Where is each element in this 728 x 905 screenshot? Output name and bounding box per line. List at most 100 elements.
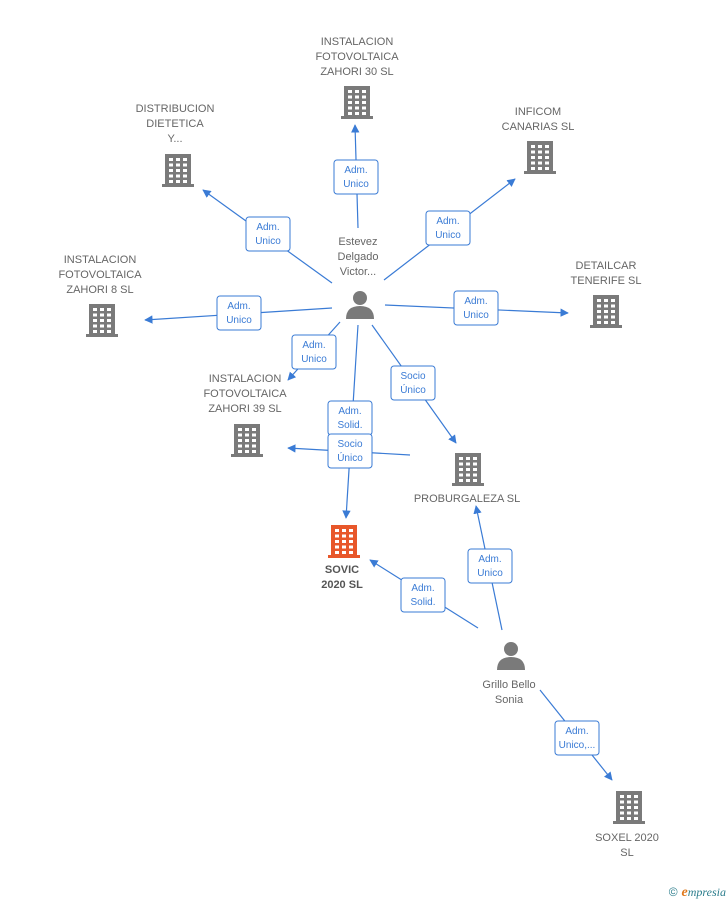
building-window	[466, 468, 470, 471]
node-label-inficom[interactable]: CANARIAS SL	[502, 121, 575, 133]
building-window	[545, 161, 549, 165]
company-node-soxel[interactable]	[613, 791, 645, 824]
node-label-detailcar[interactable]: TENERIFE SL	[571, 275, 642, 287]
node-label-estevez[interactable]: Estevez	[338, 236, 377, 248]
node-label-soxel[interactable]: SOXEL 2020	[595, 832, 659, 844]
edge-label-text: Adm.	[227, 301, 250, 312]
node-label-instalacion_30[interactable]: INSTALACION	[321, 36, 394, 48]
building-window	[335, 529, 339, 532]
node-label-instalacion_8[interactable]: INSTALACION	[64, 254, 137, 266]
node-label-estevez[interactable]: Delgado	[338, 251, 379, 263]
building-window	[604, 310, 608, 313]
node-label-instalacion_8[interactable]: FOTOVOLTAICA	[58, 269, 142, 281]
company-node-sovic[interactable]	[328, 525, 360, 558]
building-window	[342, 540, 346, 543]
building-window	[245, 450, 249, 453]
building-window	[473, 462, 477, 466]
node-label-inficom[interactable]: INFICOM	[515, 106, 561, 118]
company-node-instalacion_8[interactable]	[86, 304, 118, 337]
building-window	[473, 473, 477, 477]
building-window	[362, 101, 366, 104]
building-window	[634, 806, 638, 809]
building-window	[349, 534, 353, 538]
building-window	[252, 444, 256, 448]
node-label-grillo[interactable]: Sonia	[495, 694, 524, 706]
building-window	[238, 433, 242, 437]
building-window	[342, 545, 346, 549]
building-window	[611, 310, 615, 313]
building-window	[355, 101, 359, 104]
edge-label-box	[467, 548, 513, 584]
node-label-instalacion_30[interactable]: ZAHORI 30 SL	[320, 66, 393, 78]
company-node-proburgaleza[interactable]	[452, 453, 484, 486]
edge-label-grillo-to-sovic: Adm.Solid.	[400, 577, 446, 613]
node-label-instalacion_30[interactable]: FOTOVOLTAICA	[315, 51, 399, 63]
building-window	[531, 145, 535, 148]
person-body	[497, 657, 525, 670]
building-window	[342, 551, 346, 554]
building-window	[335, 551, 339, 554]
building-window	[355, 90, 359, 93]
building-window	[620, 806, 624, 809]
building-window	[620, 817, 624, 820]
edge-label-box	[291, 334, 337, 370]
company-node-instalacion_39[interactable]	[231, 424, 263, 457]
building-window	[335, 540, 339, 543]
node-label-instalacion_39[interactable]: ZAHORI 39 SL	[208, 403, 281, 415]
node-label-instalacion_8[interactable]: ZAHORI 8 SL	[66, 284, 133, 296]
edge-label-estevez-to-instalacion_39: Adm.Unico	[291, 334, 337, 370]
company-node-inficom[interactable]	[524, 141, 556, 174]
building-window	[634, 817, 638, 820]
building-window	[349, 540, 353, 543]
building-window	[107, 330, 111, 333]
person-node-grillo[interactable]	[497, 642, 525, 670]
building-window	[634, 800, 638, 804]
building-window	[107, 324, 111, 328]
node-label-instalacion_39[interactable]: INSTALACION	[209, 373, 282, 385]
building-window	[611, 315, 615, 319]
edge-label-box	[554, 720, 600, 756]
company-node-detailcar[interactable]	[590, 295, 622, 328]
edge-label-text: Unico	[343, 179, 369, 190]
edge-label-estevez-to-sovic: Adm.Solid.	[327, 400, 373, 436]
node-label-sovic[interactable]: 2020 SL	[321, 579, 363, 591]
node-label-distribucion[interactable]: DIETETICA	[146, 118, 204, 130]
node-label-distribucion[interactable]: DISTRIBUCION	[136, 103, 215, 115]
building-window	[545, 167, 549, 170]
building-window	[620, 800, 624, 804]
node-label-grillo[interactable]: Grillo Bello	[482, 679, 535, 691]
building-window	[169, 180, 173, 183]
node-label-sovic[interactable]: SOVIC	[325, 564, 359, 576]
building-window	[245, 428, 249, 431]
node-label-soxel[interactable]: SL	[620, 847, 633, 859]
node-label-distribucion[interactable]: Y...	[167, 133, 182, 145]
node-label-detailcar[interactable]: DETAILCAR	[576, 260, 637, 272]
node-label-estevez[interactable]: Victor...	[340, 266, 376, 278]
building-window	[252, 428, 256, 431]
person-node-estevez[interactable]	[346, 291, 374, 319]
building-window	[538, 161, 542, 165]
edge-label-text: Unico,...	[559, 740, 596, 751]
edge-label-text: Único	[400, 383, 426, 396]
building-window	[620, 795, 624, 798]
building-window	[342, 529, 346, 532]
edge-label-text: Unico	[255, 236, 281, 247]
edge-label-estevez-to-instalacion_30: Adm.Unico	[333, 159, 379, 195]
node-label-proburgaleza[interactable]: PROBURGALEZA SL	[414, 493, 520, 505]
building-window	[473, 468, 477, 471]
building-base	[341, 116, 373, 119]
building-window	[604, 299, 608, 302]
edge-label-box	[400, 577, 446, 613]
edge-label-text: Socio	[337, 439, 362, 450]
building-window	[538, 156, 542, 159]
node-label-instalacion_39[interactable]: FOTOVOLTAICA	[203, 388, 287, 400]
building-base	[590, 325, 622, 328]
building-window	[459, 479, 463, 482]
building-base	[452, 483, 484, 486]
company-node-distribucion[interactable]	[162, 154, 194, 187]
company-node-instalacion_30[interactable]	[341, 86, 373, 119]
edge-label-text: Adm.	[478, 554, 501, 565]
edge-label-box	[327, 433, 373, 469]
edge-label-text: Unico	[435, 230, 461, 241]
